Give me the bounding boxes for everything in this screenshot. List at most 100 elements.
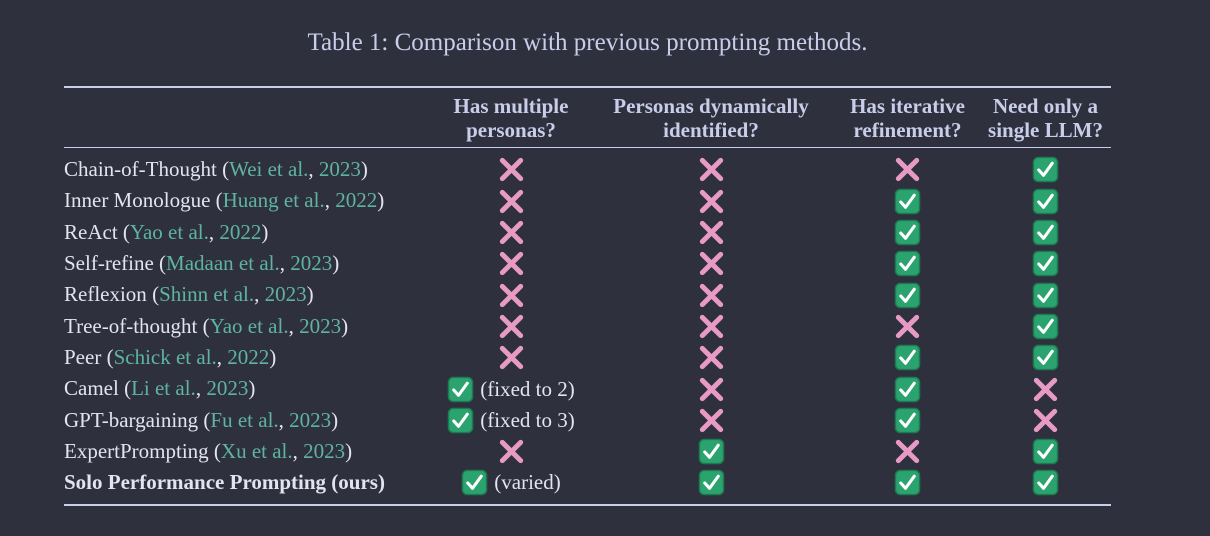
- status-cell: [835, 148, 980, 186]
- status-cell: [435, 310, 587, 341]
- status-cell: [835, 185, 980, 216]
- check-mark-icon: [1032, 156, 1059, 183]
- status-cell: [980, 436, 1111, 467]
- status-cell: [980, 148, 1111, 186]
- cross-mark-icon: [698, 282, 725, 309]
- status-cell: (varied): [435, 467, 587, 505]
- cross-mark-icon: [698, 156, 725, 183]
- cross-mark-icon: [498, 313, 525, 340]
- status-cell: [980, 248, 1111, 279]
- header-line: Personas dynamically: [613, 94, 809, 118]
- check-mark-icon: [1032, 438, 1059, 465]
- method-name-cell: Inner Monologue (Huang et al., 2022): [64, 188, 385, 213]
- status-cell: [435, 342, 587, 373]
- method-name: ExpertPrompting: [64, 438, 209, 463]
- table-row: GPT-bargaining (Fu et al., 2023)(fixed t…: [64, 404, 1111, 435]
- citation-year: 2022: [335, 188, 378, 213]
- header-line: personas?: [466, 118, 556, 142]
- citation-author: Fu et al.: [210, 407, 279, 432]
- status-cell: [435, 185, 587, 216]
- check-mark-icon: [698, 438, 725, 465]
- status-cell: [835, 373, 980, 404]
- cross-mark-icon: [698, 344, 725, 371]
- cell-note: (varied): [494, 470, 561, 495]
- status-cell: [587, 148, 835, 186]
- citation-year: 2023: [318, 157, 361, 182]
- method-name-cell: Chain-of-Thought (Wei et al., 2023): [64, 157, 368, 182]
- status-cell: [435, 436, 587, 467]
- cross-mark-icon: [698, 376, 725, 403]
- status-cell: [980, 342, 1111, 373]
- table-row: Reflexion (Shinn et al., 2023): [64, 279, 1111, 310]
- citation-year: 2023: [299, 313, 342, 338]
- table-body: Chain-of-Thought (Wei et al., 2023) Inner…: [64, 148, 1111, 506]
- status-cell: [980, 217, 1111, 248]
- citation-author: Wei et al.: [229, 157, 309, 182]
- citation-author: Li et al.: [131, 376, 196, 401]
- cross-mark-icon: [698, 250, 725, 277]
- citation-author: Yao et al.: [209, 313, 289, 338]
- citation-year: 2023: [206, 376, 249, 401]
- status-cell: [435, 148, 587, 186]
- table-row: Solo Performance Prompting (ours) (varied…: [64, 467, 1111, 506]
- method-name-cell: Self-refine (Madaan et al., 2023): [64, 251, 340, 276]
- status-cell: [587, 279, 835, 310]
- status-cell: [587, 342, 835, 373]
- method-name: Solo Performance Prompting (ours): [64, 470, 385, 495]
- status-cell: [435, 248, 587, 279]
- table-row: Peer (Schick et al., 2022): [64, 342, 1111, 373]
- citation-author: Schick et al.: [113, 344, 217, 369]
- citation-author: Madaan et al.: [166, 251, 280, 276]
- cross-mark-icon: [698, 219, 725, 246]
- citation-year: 2023: [289, 407, 332, 432]
- status-cell: [835, 279, 980, 310]
- method-name: GPT-bargaining: [64, 407, 199, 432]
- status-cell: [587, 185, 835, 216]
- table-row: ExpertPrompting (Xu et al., 2023): [64, 436, 1111, 467]
- check-mark-icon: [894, 469, 921, 496]
- cross-mark-icon: [1032, 407, 1059, 434]
- check-mark-icon: [1032, 250, 1059, 277]
- citation-author: Huang et al.: [222, 188, 325, 213]
- cross-mark-icon: [498, 188, 525, 215]
- check-mark-icon: [1032, 344, 1059, 371]
- status-cell: [980, 310, 1111, 341]
- status-cell: [980, 185, 1111, 216]
- status-cell: [587, 217, 835, 248]
- check-mark-icon: [894, 376, 921, 403]
- cross-mark-icon: [498, 250, 525, 277]
- status-cell: [835, 404, 980, 435]
- status-cell: (fixed to 2): [435, 373, 587, 404]
- status-cell: [587, 310, 835, 341]
- table-row: Self-refine (Madaan et al., 2023): [64, 248, 1111, 279]
- table-row: Tree-of-thought (Yao et al., 2023): [64, 310, 1111, 341]
- check-mark-icon: [1032, 282, 1059, 309]
- method-name: Tree-of-thought: [64, 313, 198, 338]
- table-caption: Table 1: Comparison with previous prompt…: [307, 29, 868, 56]
- method-name-cell: ExpertPrompting (Xu et al., 2023): [64, 438, 353, 463]
- check-mark-icon: [1032, 469, 1059, 496]
- citation-year: 2022: [227, 344, 270, 369]
- cross-mark-icon: [1032, 376, 1059, 403]
- cross-mark-icon: [894, 156, 921, 183]
- citation-author: Yao et al.: [129, 219, 209, 244]
- header-line: Need only a: [993, 94, 1098, 118]
- check-mark-icon: [894, 407, 921, 434]
- method-name-cell: ReAct (Yao et al., 2022): [64, 219, 269, 244]
- check-mark-icon: [894, 188, 921, 215]
- cross-mark-icon: [498, 156, 525, 183]
- header-line: Has iterative: [850, 94, 965, 118]
- table-row: Chain-of-Thought (Wei et al., 2023): [64, 148, 1111, 186]
- check-mark-icon: [894, 344, 921, 371]
- check-mark-icon: [447, 407, 474, 434]
- cell-note: (fixed to 3): [480, 407, 575, 432]
- method-name-cell: Camel (Li et al., 2023): [64, 376, 256, 401]
- cross-mark-icon: [698, 407, 725, 434]
- cross-mark-icon: [698, 313, 725, 340]
- method-name: Camel: [64, 376, 119, 401]
- check-mark-icon: [698, 469, 725, 496]
